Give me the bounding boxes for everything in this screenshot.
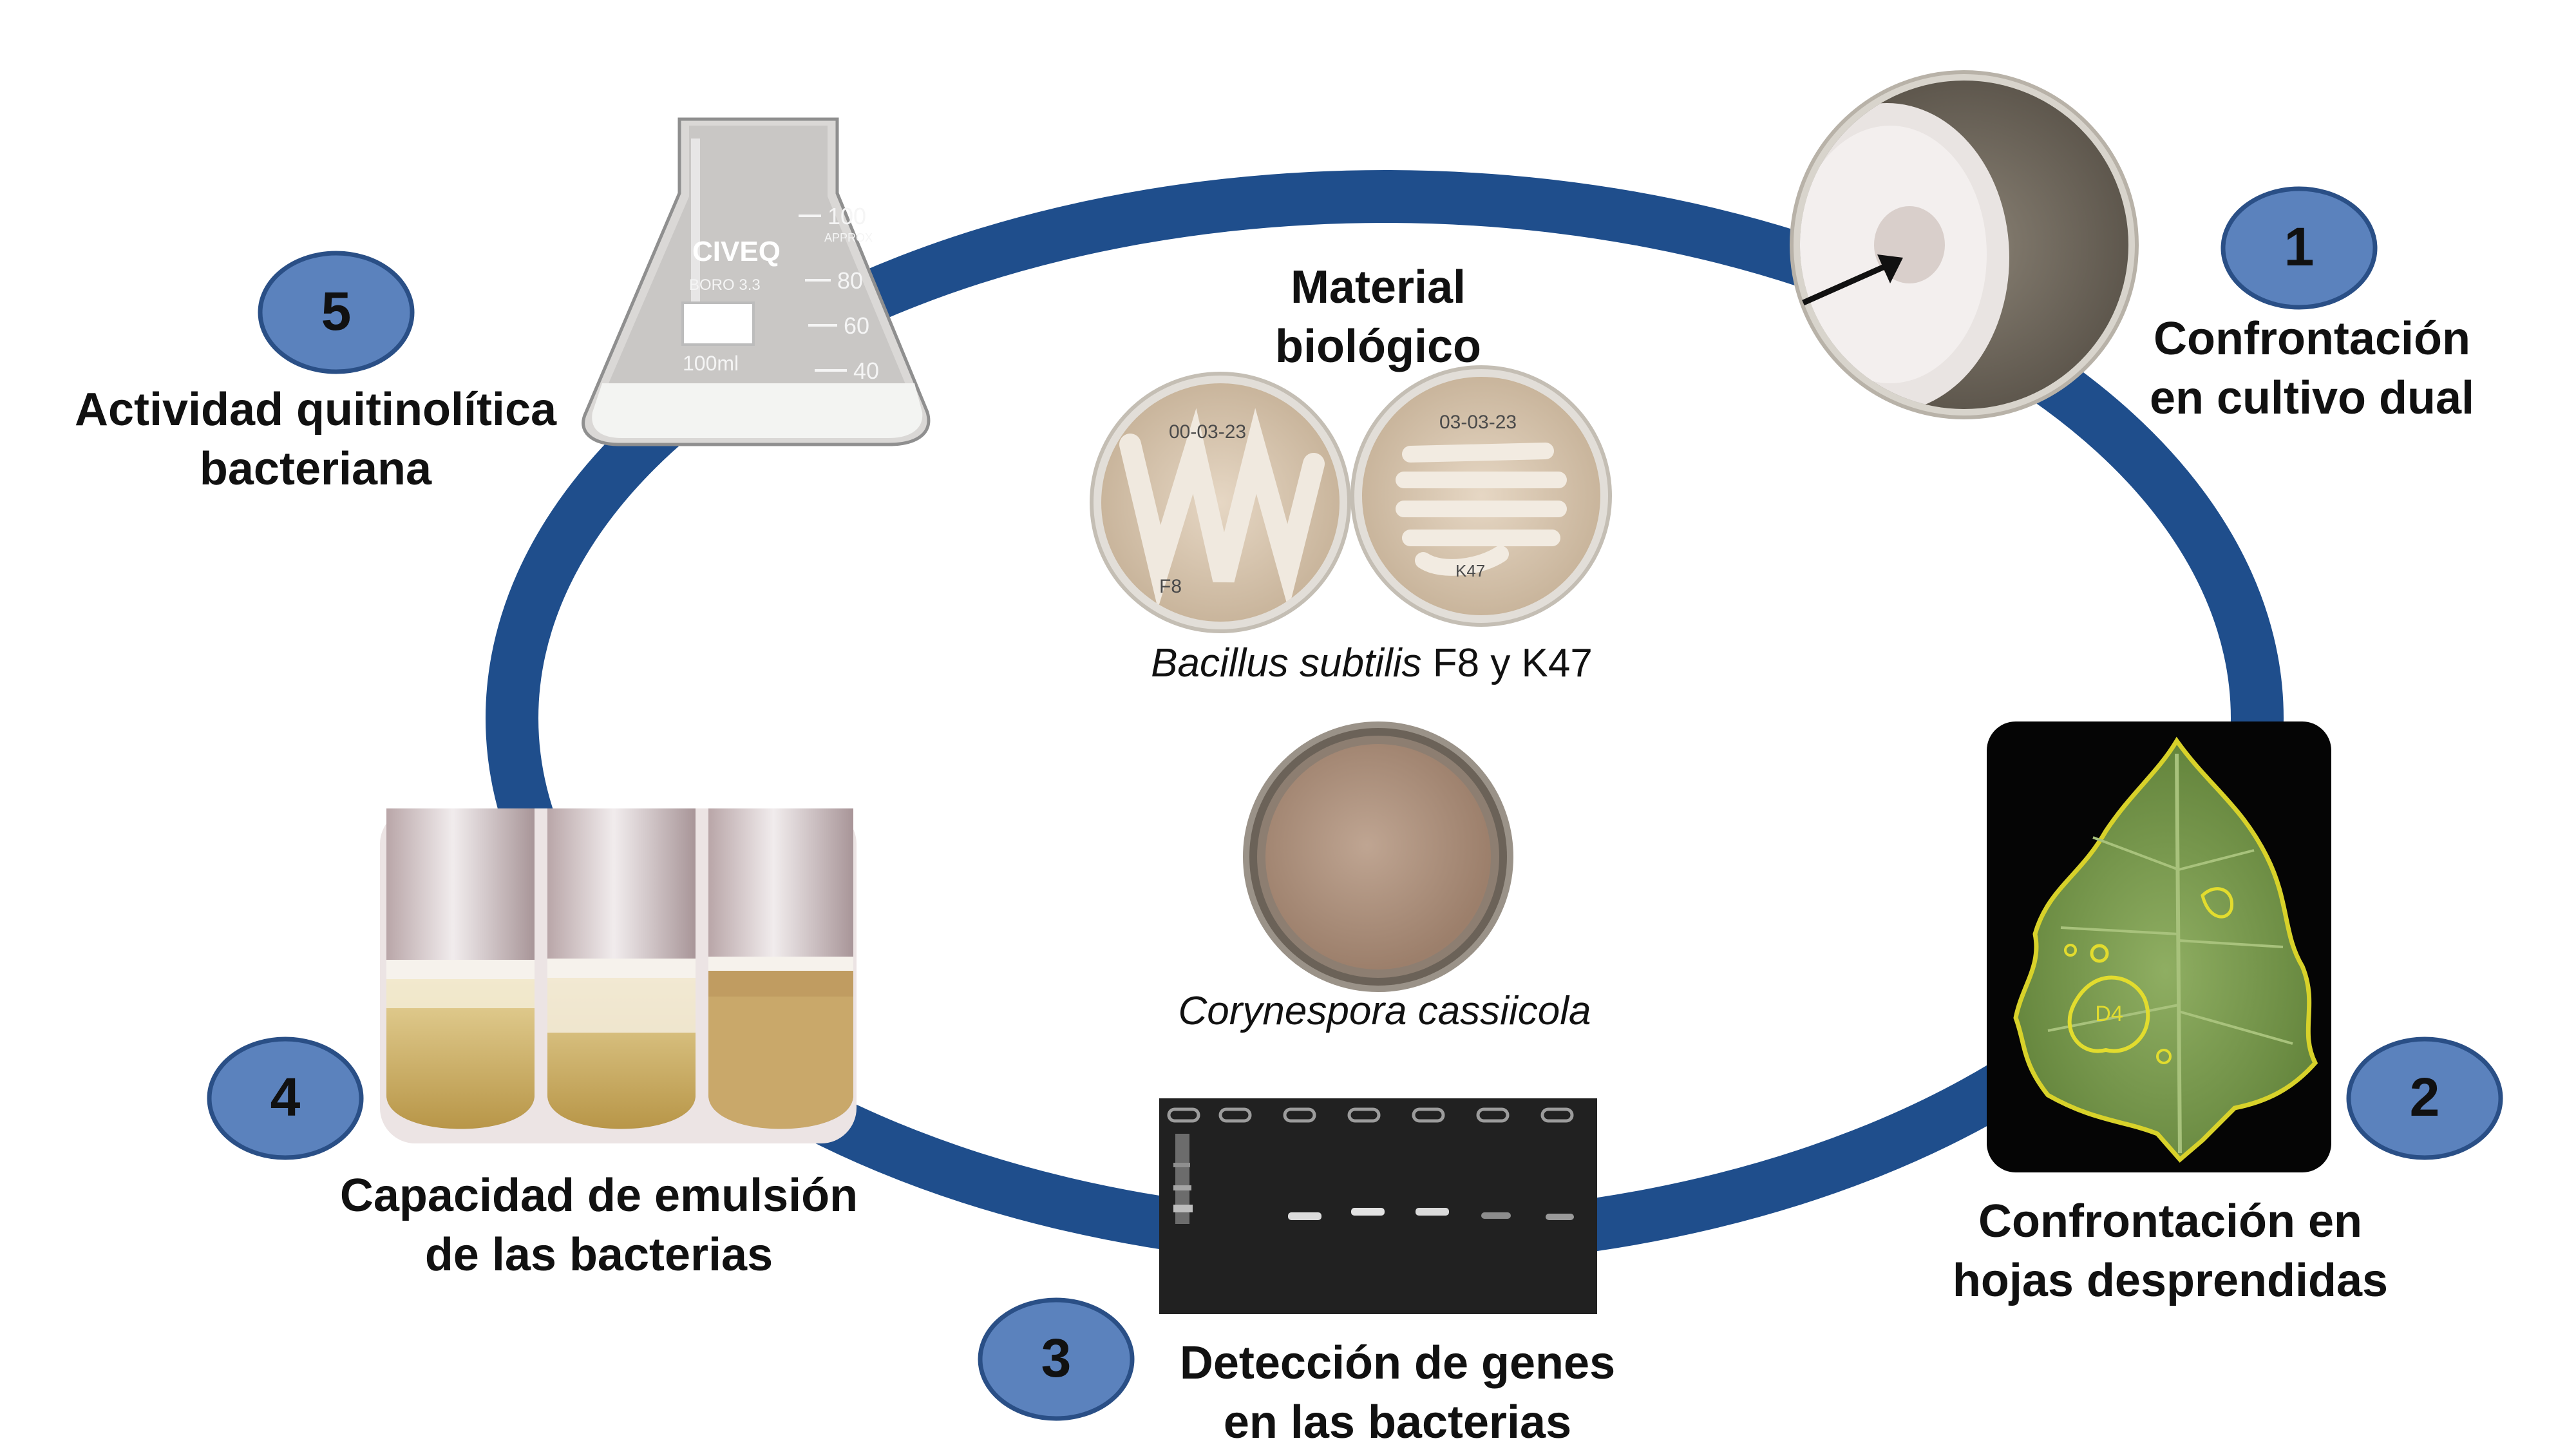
flask-scale-60: 60: [844, 312, 869, 339]
flask-scale-40: 40: [853, 358, 879, 384]
dual-culture-plate: [1790, 70, 2139, 419]
step-2-badge: 2: [2346, 1036, 2503, 1160]
bacteria-plate-f8: 00-03-23 F8: [1090, 372, 1351, 633]
flask-label-box: [681, 301, 755, 346]
detached-leaf-photo: D4: [1987, 721, 2331, 1172]
flask-material: BORO 3.3: [689, 276, 761, 294]
step-5-label: Actividad quitinolítica bacteriana: [74, 384, 557, 495]
step-5-badge: 5: [258, 251, 415, 374]
step-3-badge: 3: [978, 1297, 1135, 1421]
arrow-icon: [1802, 261, 1891, 306]
emulsion-tubes-photo: [380, 808, 857, 1143]
bacteria-caption: Bacillus subtilis F8 y K47: [1151, 641, 1593, 685]
step-1-badge: 1: [2221, 186, 2378, 310]
step-2-label: Confrontación en hojas desprendidas: [1952, 1196, 2389, 1306]
bacteria-plate-k47: 03-03-23 K47: [1350, 365, 1612, 627]
flask-scale-80: 80: [837, 267, 863, 294]
step-1-label: Confrontación en cultivo dual: [2149, 313, 2475, 424]
step-4-label: Capacidad de emulsión de las bacterias: [339, 1170, 858, 1281]
svg-text:5: 5: [321, 281, 352, 341]
flask-brand: CIVEQ: [692, 236, 781, 267]
flask-approx: APPROX: [824, 231, 873, 244]
fungus-caption: Corynespora cassiicola: [1178, 989, 1591, 1033]
lesion-outline: [2067, 975, 2150, 1053]
arrowhead-icon: [1877, 254, 1903, 283]
plate-k47-mark: K47: [1455, 561, 1485, 580]
svg-text:4: 4: [270, 1067, 301, 1127]
erlenmeyer-flask-photo: CIVEQ BORO 3.3 100ml APPROX 100 80 60 40: [582, 117, 931, 446]
flask-volume: 100ml: [683, 352, 739, 375]
step-3-label: Detección de genes en las bacterias: [1179, 1337, 1616, 1448]
plate-f8-date: 00-03-23: [1169, 421, 1246, 443]
leaf-lesion-label: D4: [2095, 1002, 2123, 1026]
svg-text:2: 2: [2410, 1067, 2440, 1127]
flask-scale-100: 100: [828, 203, 866, 229]
svg-text:1: 1: [2284, 216, 2315, 277]
step-4-badge: 4: [207, 1036, 364, 1160]
leaf-shape: [2013, 736, 2318, 1163]
plate-k47-date: 03-03-23: [1439, 412, 1517, 433]
gel-electrophoresis-photo: [1159, 1098, 1597, 1314]
center-title: Material biológico: [1275, 262, 1481, 372]
fungus-plate: [1243, 721, 1513, 992]
plate-f8-mark: F8: [1159, 576, 1182, 597]
svg-text:3: 3: [1041, 1328, 1072, 1388]
